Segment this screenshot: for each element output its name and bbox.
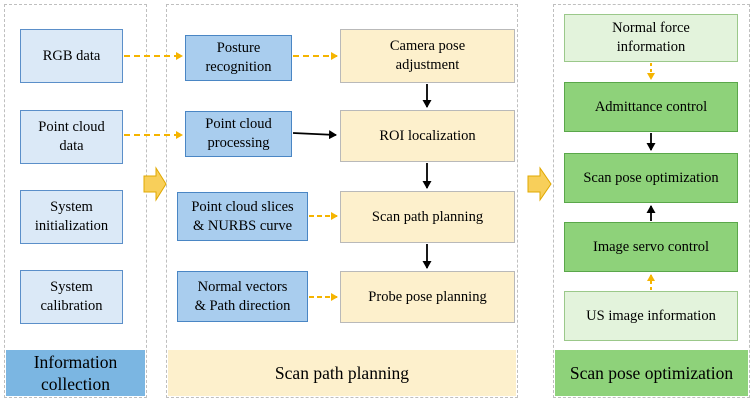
- normal-vectors-box: Normal vectors & Path direction: [177, 271, 308, 322]
- rgb-data-box: RGB data: [20, 29, 123, 83]
- admittance-control-box: Admittance control: [564, 82, 738, 132]
- us-image-information-label: US image information: [586, 307, 716, 324]
- posture-recognition-box: Posture recognition: [185, 35, 292, 81]
- point-cloud-data-label-line1: Point cloud: [38, 119, 105, 135]
- roi-localization-label: ROI localization: [379, 127, 476, 144]
- probe-pose-planning-box: Probe pose planning: [340, 271, 515, 323]
- camera-pose-adjustment-label-line1: Camera pose: [389, 38, 466, 54]
- admittance-control-label: Admittance control: [594, 98, 708, 115]
- point-cloud-data-box: Point cloud data: [20, 110, 123, 164]
- information-collection-banner: Information collection: [6, 350, 145, 396]
- information-collection-banner-line1: Information: [33, 352, 118, 372]
- point-cloud-data-label-line2: data: [59, 138, 84, 154]
- posture-recognition-label-line1: Posture: [216, 40, 261, 56]
- system-calibration-label-line2: calibration: [40, 298, 103, 314]
- camera-pose-adjustment-box: Camera pose adjustment: [340, 29, 515, 83]
- scan-path-planning-banner-text: Scan path planning: [274, 363, 410, 383]
- scan-pose-optimization-label: Scan pose optimization: [583, 169, 719, 186]
- scan-path-planning-step-box: Scan path planning: [340, 191, 515, 243]
- normal-force-information-box: Normal force information: [564, 14, 738, 62]
- normal-force-information-label-line1: Normal force: [612, 20, 690, 36]
- image-servo-control-label: Image servo control: [593, 238, 709, 255]
- posture-recognition-label-line2: recognition: [205, 59, 272, 75]
- roi-localization-box: ROI localization: [340, 110, 515, 162]
- scan-pose-optimization-banner: Scan pose optimization: [555, 350, 748, 396]
- camera-pose-adjustment-label-line2: adjustment: [395, 57, 460, 73]
- scan-pose-optimization-banner-text: Scan pose optimization: [569, 363, 734, 383]
- point-cloud-processing-box: Point cloud processing: [185, 111, 292, 157]
- system-calibration-box: System calibration: [20, 270, 123, 324]
- normal-vectors-label-line1: Normal vectors: [197, 278, 288, 295]
- image-servo-control-box: Image servo control: [564, 222, 738, 272]
- scan-pose-optimization-box: Scan pose optimization: [564, 153, 738, 203]
- point-cloud-processing-label-line1: Point cloud: [205, 116, 272, 132]
- normal-force-information-label-line2: information: [616, 39, 686, 55]
- scan-path-planning-step-label: Scan path planning: [371, 208, 484, 225]
- point-cloud-slices-box: Point cloud slices & NURBS curve: [177, 192, 308, 241]
- system-initialization-label-line2: initialization: [34, 218, 109, 234]
- information-collection-banner-line2: collection: [40, 374, 110, 394]
- point-cloud-processing-label-line2: processing: [207, 135, 270, 151]
- collection-to-planning-block-arrow: [143, 166, 167, 202]
- system-initialization-box: System initialization: [20, 190, 123, 244]
- system-initialization-label-line1: System: [50, 199, 93, 215]
- point-cloud-slices-label-line1: Point cloud slices: [191, 198, 294, 215]
- normal-vectors-label-line2: & Path direction: [194, 297, 291, 314]
- rgb-data-label: RGB data: [42, 47, 101, 64]
- point-cloud-slices-label-line2: & NURBS curve: [192, 217, 293, 234]
- system-calibration-label-line1: System: [50, 279, 93, 295]
- scan-path-planning-banner: Scan path planning: [168, 350, 516, 396]
- planning-to-optimization-block-arrow: [527, 166, 552, 202]
- probe-pose-planning-label: Probe pose planning: [368, 288, 487, 305]
- scan-pose-optimization-panel: [553, 4, 750, 398]
- us-image-information-box: US image information: [564, 291, 738, 341]
